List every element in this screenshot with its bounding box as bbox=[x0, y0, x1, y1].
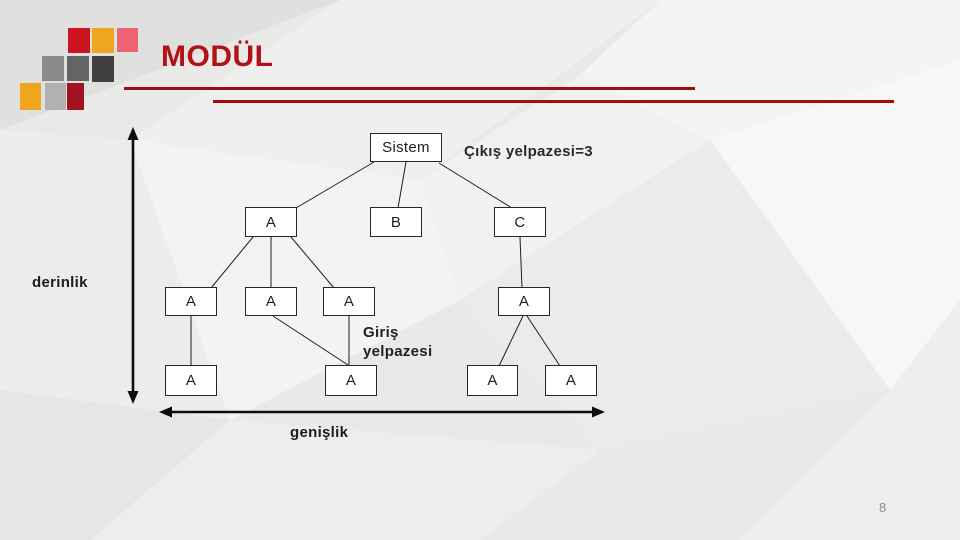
title-rule-bottom bbox=[213, 100, 894, 103]
logo-square-mid-gray bbox=[67, 56, 89, 81]
tree-edge-10 bbox=[498, 315, 524, 367]
input-fan-annotation: Giriş yelpazesi bbox=[363, 323, 432, 361]
tree-node-a1: A bbox=[165, 287, 217, 316]
logo-square-gray bbox=[42, 56, 64, 81]
tree-node-sistem: Sistem bbox=[370, 133, 442, 162]
tree-node-a8: A bbox=[545, 365, 597, 396]
tree-edge-9 bbox=[519, 236, 523, 289]
depth-axis-arrowhead-top bbox=[127, 127, 139, 140]
tree-node-a7: A bbox=[467, 365, 518, 396]
depth-axis-label: derinlik bbox=[32, 274, 88, 291]
slide-title: MODÜL bbox=[161, 40, 274, 73]
logo-square-dark-gray bbox=[92, 56, 114, 82]
tree-node-a5: A bbox=[165, 365, 217, 396]
tree-edge-2 bbox=[438, 162, 513, 209]
tree-node-a: A bbox=[245, 207, 297, 237]
tree-edge-11 bbox=[526, 315, 561, 367]
width-axis-arrowhead-left bbox=[159, 406, 172, 418]
tree-edge-3 bbox=[210, 236, 254, 289]
page-number: 8 bbox=[879, 500, 887, 515]
logo-square-dark-red bbox=[67, 83, 84, 110]
width-axis-arrowhead-right bbox=[592, 406, 605, 418]
logo-square-light-gray bbox=[45, 83, 66, 110]
tree-node-a6: A bbox=[325, 365, 377, 396]
tree-edge-1 bbox=[397, 161, 407, 209]
title-rule-top bbox=[124, 87, 695, 90]
depth-axis-arrowhead-bottom bbox=[127, 391, 139, 404]
tree-node-a2: A bbox=[245, 287, 297, 316]
output-fan-annotation: Çıkış yelpazesi=3 bbox=[464, 143, 593, 160]
logo-square-red bbox=[68, 28, 90, 53]
logo-square-orange-2 bbox=[20, 83, 41, 110]
logo-square-orange bbox=[92, 28, 114, 53]
tree-edge-7 bbox=[272, 315, 349, 366]
width-axis-label: genişlik bbox=[290, 424, 349, 441]
tree-edge-0 bbox=[295, 161, 375, 209]
tree-node-c: C bbox=[494, 207, 546, 237]
input-fan-line-1: Giriş bbox=[363, 324, 399, 341]
input-fan-line-2: yelpazesi bbox=[363, 343, 433, 360]
tree-node-a3: A bbox=[323, 287, 375, 316]
logo-square-pink bbox=[117, 28, 138, 52]
tree-node-a4: A bbox=[498, 287, 550, 316]
tree-edge-5 bbox=[290, 236, 335, 289]
tree-node-b: B bbox=[370, 207, 422, 237]
